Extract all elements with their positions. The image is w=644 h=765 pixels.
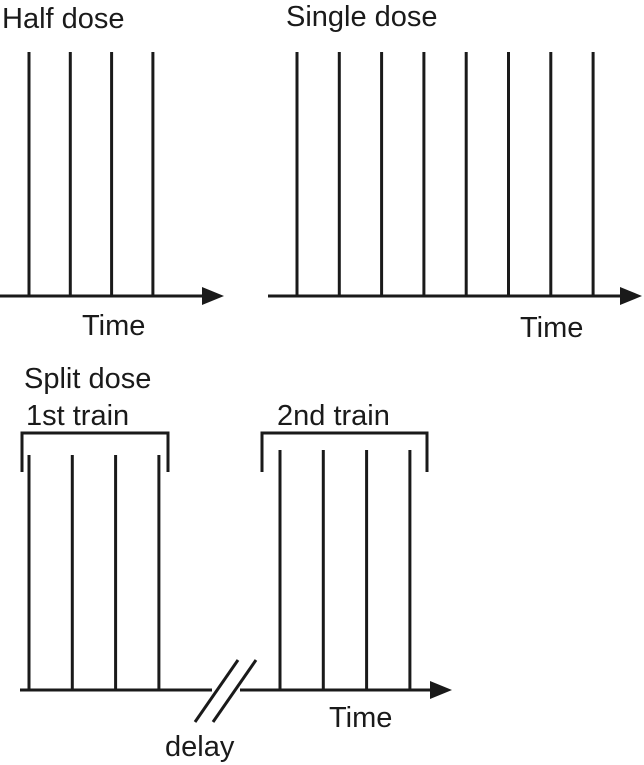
single-dose-axis-label: Time bbox=[520, 312, 583, 344]
half-dose-panel: Half dose Time bbox=[0, 3, 224, 342]
axis-break-slash-left bbox=[193, 659, 240, 723]
half-dose-axis-arrowhead bbox=[202, 287, 224, 305]
half-dose-title: Half dose bbox=[2, 3, 125, 35]
half-dose-pulses bbox=[27, 52, 155, 296]
axis-break-slash-right bbox=[211, 659, 258, 723]
second-train-pulses bbox=[278, 450, 412, 690]
split-dose-title: Split dose bbox=[24, 363, 151, 395]
split-dose-axis-arrowhead bbox=[430, 681, 452, 699]
second-train-label: 2nd train bbox=[277, 400, 390, 432]
split-dose-axis-label: Time bbox=[329, 702, 392, 734]
first-train-label: 1st train bbox=[26, 400, 129, 432]
first-train-pulses bbox=[27, 455, 161, 690]
single-dose-pulses bbox=[295, 52, 595, 296]
first-train-bracket bbox=[20, 431, 170, 472]
split-dose-panel: Split dose 1st train 2nd train Time dela… bbox=[20, 363, 452, 763]
single-dose-axis-arrowhead bbox=[620, 287, 642, 305]
second-train-bracket bbox=[260, 431, 429, 472]
single-dose-panel: Single dose Time bbox=[268, 1, 642, 344]
single-dose-title: Single dose bbox=[286, 1, 438, 33]
delay-label: delay bbox=[165, 731, 235, 763]
half-dose-axis-label: Time bbox=[82, 310, 145, 342]
